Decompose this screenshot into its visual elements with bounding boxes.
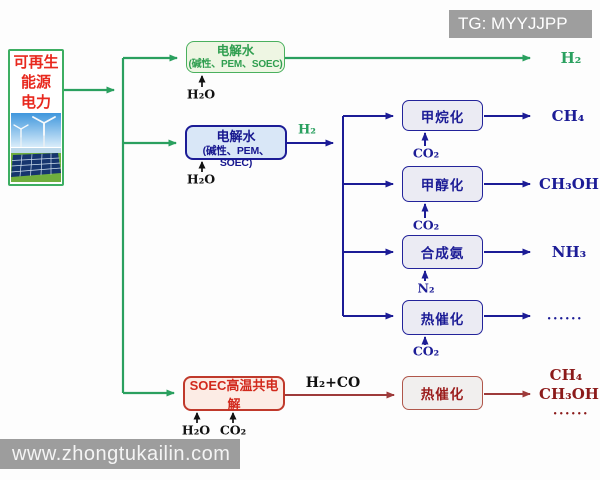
ch4-product-label: CH₄	[551, 107, 585, 125]
solar-panels-image	[11, 148, 61, 182]
methanolization-label: 甲醇化	[420, 178, 465, 193]
thermocatalysis-blue-box: 热催化	[402, 300, 483, 335]
h2o-feed-soec: H₂O	[181, 422, 211, 438]
electrolysis-blue-title: 电解水	[216, 129, 256, 144]
h2o-feed-green: H₂O	[186, 86, 216, 102]
ammonia-synthesis-box: 合成氨	[402, 235, 483, 269]
thermocatalysis-blue-label: 热催化	[420, 311, 465, 327]
methanation-box: 甲烷化	[402, 100, 483, 131]
renewable-source-box: 可再生 能源 电力	[8, 49, 64, 186]
source-line-2: 能源	[20, 74, 51, 91]
renewable-source-title: 可再生 能源 电力	[10, 51, 62, 113]
electrolysis-green-box: 电解水 (碱性、PEM、SOEC)	[186, 41, 285, 73]
co2-feed-thermo: CO₂	[412, 343, 440, 359]
ch3oh-product-red: CH₃OH	[539, 385, 599, 403]
nh3-product-label: NH₃	[551, 243, 587, 261]
h2o-feed-blue: H₂O	[186, 171, 216, 187]
electrolysis-blue-subtitle: (碱性、PEM、SOEC)	[202, 145, 270, 169]
co2-feed-methanation: CO₂	[412, 145, 440, 161]
thermocatalysis-red-label: 热催化	[420, 387, 465, 402]
source-photos	[10, 113, 62, 184]
methanation-label: 甲烷化	[420, 109, 465, 125]
electrolysis-green-subtitle: (碱性、PEM、SOEC)	[188, 59, 283, 70]
co2-feed-soec: CO₂	[219, 422, 247, 438]
ch4-product-red: CH₄	[549, 366, 583, 384]
source-line-1: 可再生	[13, 54, 59, 71]
ellipsis-product-blue: ......	[546, 308, 584, 324]
electrolysis-blue-box: 电解水 (碱性、PEM、SOEC)	[185, 125, 287, 169]
ellipsis-product-red: ......	[552, 403, 590, 419]
telegram-watermark-badge: TG: MYYJJPP	[449, 10, 592, 38]
h2-intermediate-label: H₂	[298, 122, 316, 138]
methanolization-box: 甲醇化	[402, 166, 483, 202]
syngas-label: H₂+CO	[305, 375, 361, 391]
soec-coelectrolysis-box: SOEC高温共电解	[183, 376, 285, 412]
co2-feed-methanol: CO₂	[412, 217, 440, 233]
electrolysis-green-title: 电解水	[216, 44, 255, 58]
soec-title: SOEC高温共电解	[189, 377, 279, 412]
thermocatalysis-red-box: 热催化	[402, 376, 483, 410]
site-watermark-bar: www.zhongtukailin.com	[0, 439, 240, 469]
h2-product-label: H₂	[560, 49, 582, 67]
wind-turbine-image	[11, 113, 61, 147]
ammonia-synthesis-label: 合成氨	[420, 246, 465, 261]
ch3oh-product-label: CH₃OH	[539, 175, 599, 193]
n2-feed-ammonia: N₂	[417, 280, 435, 296]
source-line-3: 电力	[20, 94, 51, 111]
